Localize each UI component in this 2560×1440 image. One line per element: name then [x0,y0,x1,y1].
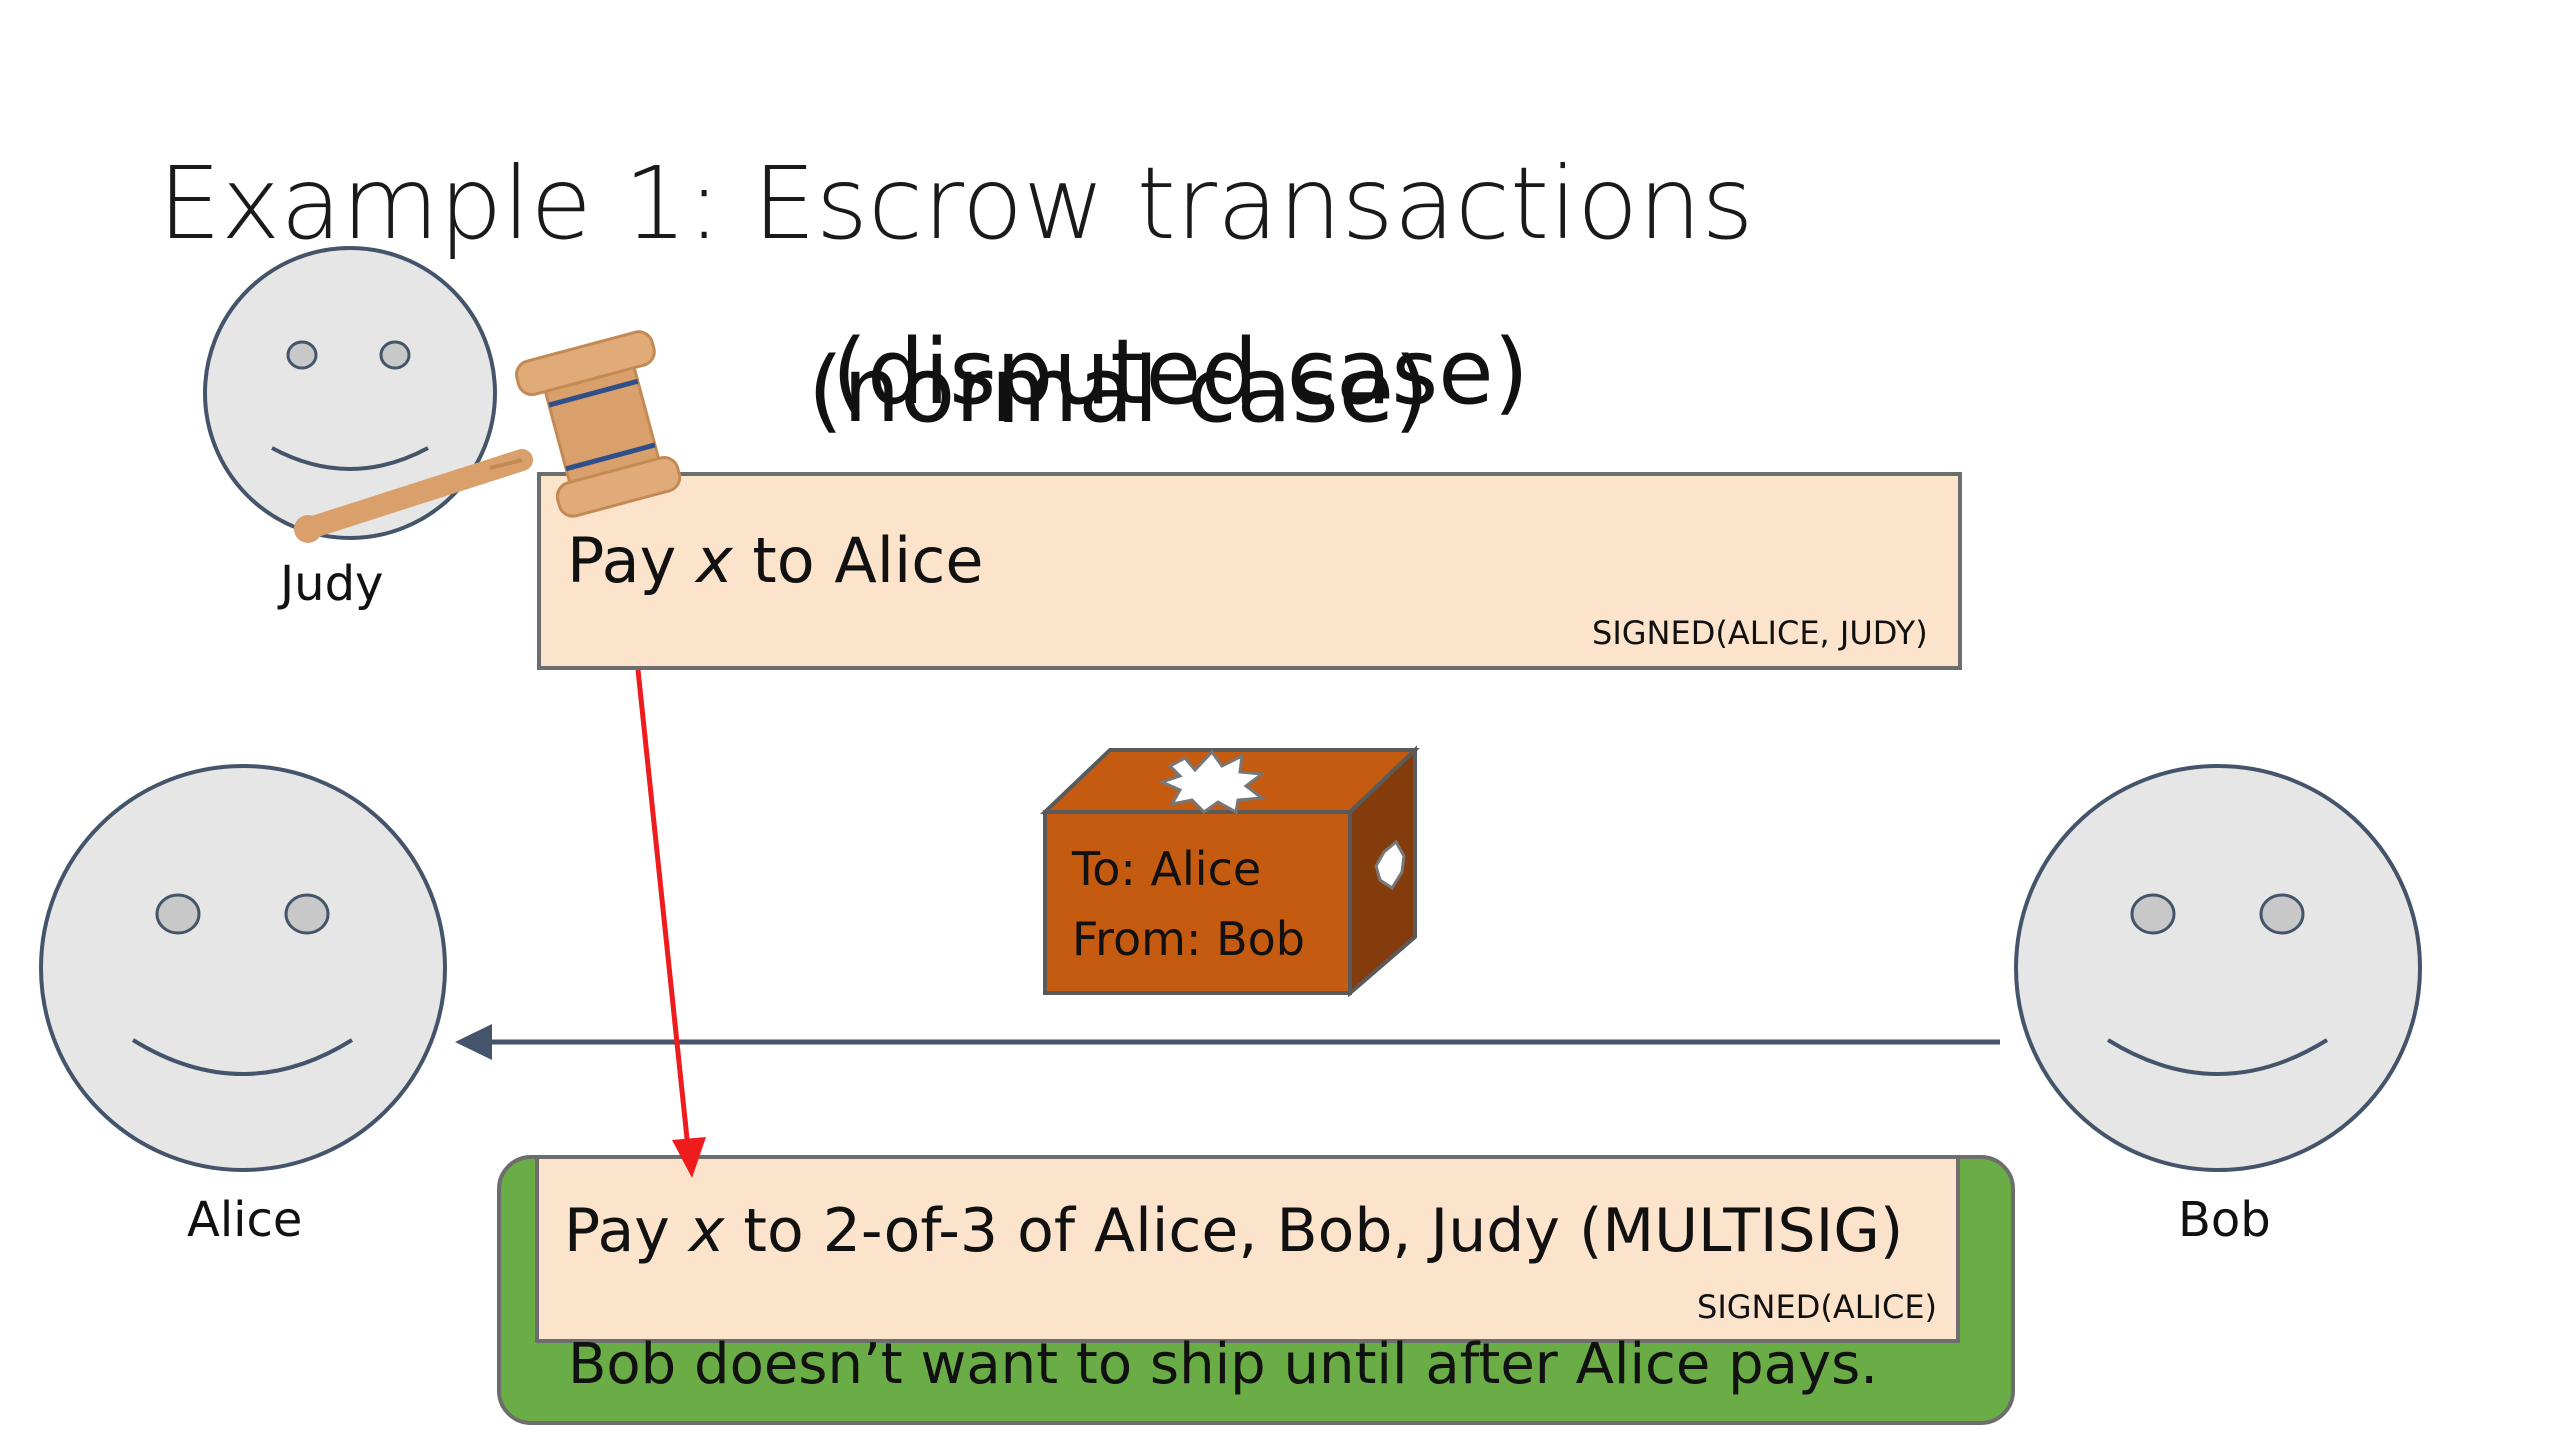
judy-face-icon [203,246,497,540]
judy-transaction-box [537,472,1962,670]
subtitle-normal-case: (normal case) [808,338,1430,443]
package-box-icon [1040,745,1420,998]
multisig-tx-var: x [688,1196,725,1266]
judy-signature: SIGNED(ALICE, JUDY) [1592,614,1928,652]
multisig-signature: SIGNED(ALICE) [1697,1288,1938,1326]
judy-label: Judy [280,556,384,612]
subtitle-disputed-case: (disputed case) [832,320,1529,425]
multisig-tx-pre: Pay [564,1196,689,1266]
payment-arrow [455,1024,2000,1060]
bob-face-icon [2014,764,2422,1172]
redeem-arrow [635,669,706,1178]
multisig-transaction-text: Pay x to 2-of-3 of Alice, Bob, Judy (MUL… [564,1196,1903,1266]
bob-label: Bob [2178,1192,2271,1248]
judy-tx-pre: Pay [567,524,696,597]
judy-tx-var: x [696,524,733,597]
multisig-tx-post: to 2-of-3 of Alice, Bob, Judy (MULTISIG) [724,1196,1904,1266]
slide-title: Example 1: Escrow transactions [158,145,1754,262]
gavel-icon [294,330,682,543]
alice-face-icon [39,764,447,1172]
judy-tx-post: to Alice [732,524,984,597]
alice-label: Alice [187,1192,303,1248]
multisig-transaction-box [535,1155,1960,1343]
note-text: Bob doesn’t want to ship until after Ali… [568,1332,1879,1397]
package-to-line: To: Alice [1071,842,1261,896]
judy-transaction-text: Pay x to Alice [567,524,983,597]
package-from-line: From: Bob [1072,912,1305,966]
